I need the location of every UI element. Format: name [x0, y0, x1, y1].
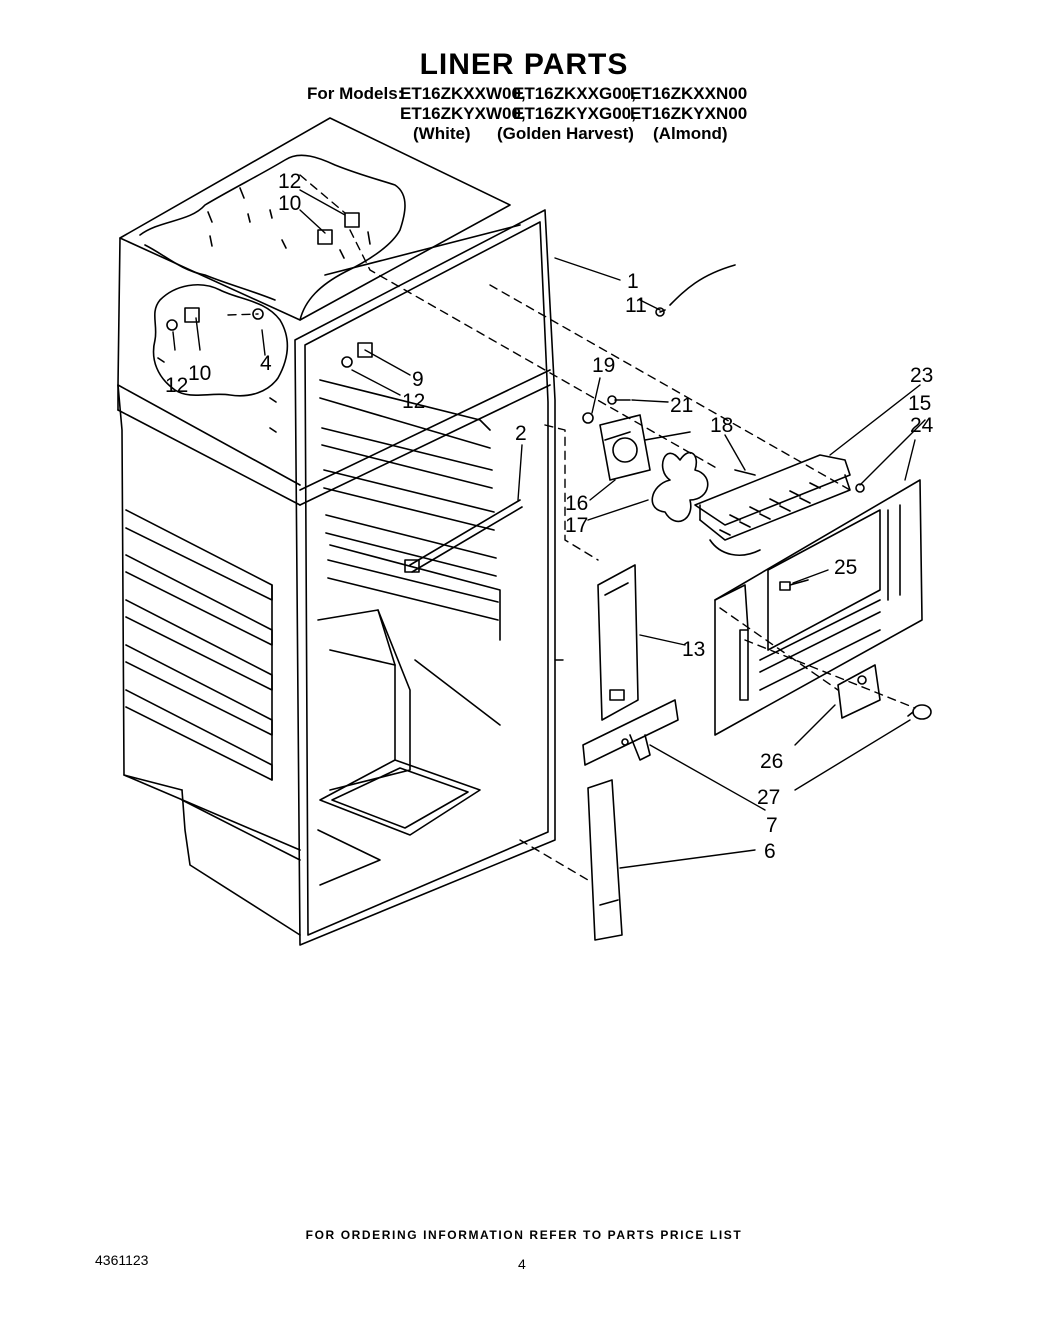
- part-26-plate: [838, 665, 880, 718]
- callout-label: 17: [565, 514, 588, 537]
- callout-label: 21: [670, 394, 693, 417]
- part-2-sensor-tube: [405, 500, 522, 572]
- callout-label: 16: [565, 492, 588, 515]
- part-11-wire-harness: [656, 265, 735, 316]
- model-number: ET16ZKXXN00: [630, 84, 748, 103]
- callout-label: 25: [834, 556, 857, 579]
- page-number: 4: [518, 1256, 526, 1272]
- model-number: ET16ZKYXN00: [630, 104, 748, 123]
- part-27-plug: [908, 705, 931, 719]
- part-6-panel: [588, 780, 622, 940]
- callout-labels: 12 10 4 12 10 9 12 2 1 11 19 21 18 16 17…: [165, 170, 934, 863]
- callout-label: 10: [188, 362, 211, 385]
- callout-label: 1: [627, 270, 639, 293]
- interior-shelves: [318, 225, 520, 885]
- callout-label: 26: [760, 750, 783, 773]
- ordering-note: FOR ORDERING INFORMATION REFER TO PARTS …: [305, 1228, 743, 1242]
- model-color: (Golden Harvest): [497, 124, 634, 143]
- model-color: (Almond): [653, 124, 728, 143]
- part-7-bracket: [583, 700, 678, 765]
- fan-motor-assembly: [583, 396, 755, 521]
- callout-label: 6: [764, 840, 776, 863]
- alignment-lines: [228, 175, 915, 880]
- callout-label: 12: [165, 374, 188, 397]
- model-number: ET16ZKXXW00,: [400, 84, 526, 103]
- callout-label: 18: [710, 414, 733, 437]
- part-13-duct: [598, 565, 638, 720]
- callout-label: 11: [625, 294, 647, 317]
- model-number: ET16ZKYXW00,: [400, 104, 526, 123]
- part-24-evaporator-cover: [715, 480, 922, 735]
- callout-label: 4: [260, 352, 272, 375]
- callout-label: 9: [412, 368, 424, 391]
- page-title: LINER PARTS: [419, 48, 629, 81]
- callout-label: 13: [682, 638, 705, 661]
- model-number: ET16ZKYXG00,: [513, 104, 636, 123]
- callout-label: 10: [278, 192, 301, 215]
- cabinet-liner: [118, 118, 510, 935]
- callout-label: 27: [757, 786, 780, 809]
- callout-label: 19: [592, 354, 615, 377]
- model-number: ET16ZKXXG00,: [513, 84, 636, 103]
- model-color: (White): [413, 124, 471, 143]
- mounting-clips: [167, 213, 372, 367]
- leader-lines: [173, 190, 925, 868]
- liner-front-flange: [295, 210, 555, 945]
- callout-label: 7: [766, 814, 778, 837]
- callout-label: 24: [910, 414, 934, 437]
- part-25-screw: [780, 580, 808, 590]
- callout-label: 23: [910, 364, 933, 387]
- callout-label: 2: [515, 422, 527, 445]
- models-prefix: For Models:: [307, 84, 404, 103]
- part-23-grille: [695, 455, 864, 555]
- callout-label: 15: [908, 392, 931, 415]
- document-number: 4361123: [95, 1252, 149, 1268]
- callout-label: 12: [278, 170, 301, 193]
- callout-label: 12: [402, 390, 425, 413]
